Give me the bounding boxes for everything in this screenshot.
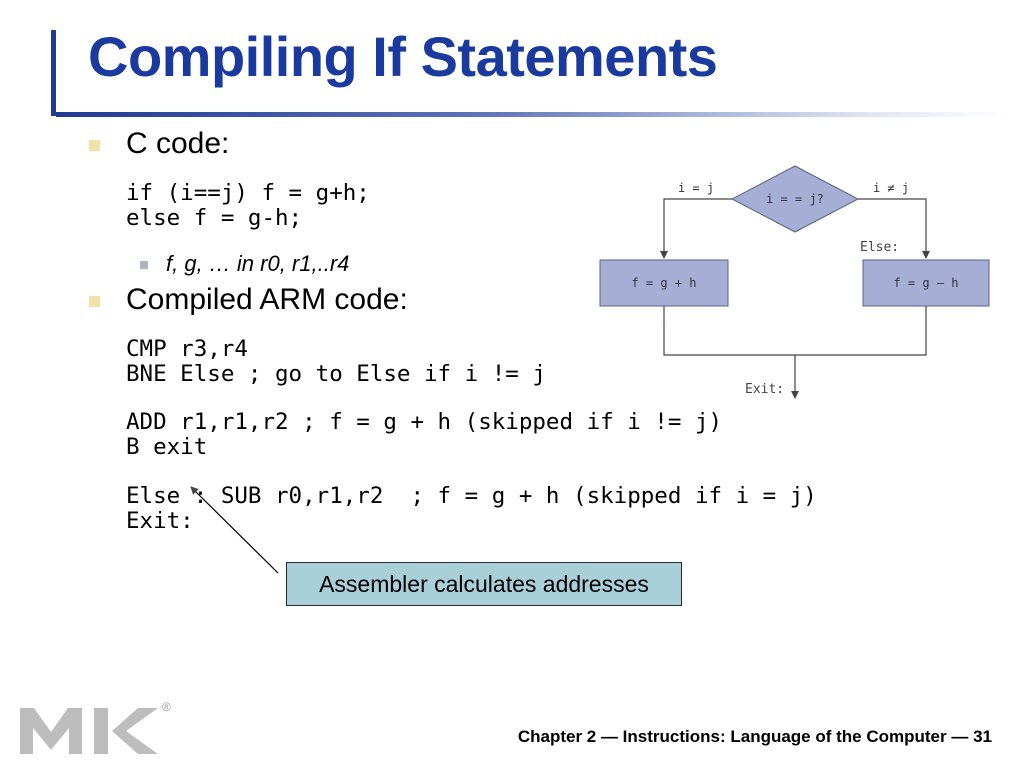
slide-footer: Chapter 2 — Instructions: Language of th… [517, 727, 992, 746]
title-underline-rule [56, 112, 1006, 117]
c-code-block: if (i==j) f = g+h;else f = g-h; [126, 181, 370, 231]
branch-not-equal-arrow [858, 198, 930, 259]
asm-code-line: Else : SUB r0,r1,r2 ; f = g + h (skipped… [126, 483, 817, 509]
then-block [599, 259, 729, 307]
sub-bullet-square-icon [140, 261, 148, 269]
else-label: Else: [860, 240, 899, 255]
branch-equal-label: i = j [678, 181, 714, 195]
bullet-arm-code-label: Compiled ARM code: [126, 283, 408, 316]
c-code-line: else f = g-h; [126, 205, 303, 231]
sub-bullet-vars: f, g, … in r0, r1,..r4 [140, 251, 350, 277]
bullet-arm-code: Compiled ARM code: [89, 283, 408, 317]
decision-label: i = = j? [766, 192, 824, 206]
else-block-label: f = g – h [893, 276, 958, 290]
else-block [862, 259, 990, 307]
asm-code-line: ADD r1,r1,r2 ; f = g + h (skipped if i !… [126, 409, 723, 435]
bullet-c-code: C code: [89, 127, 230, 161]
registered-mark: ® [162, 700, 171, 714]
assembler-callout: Assembler calculates addresses [286, 562, 682, 606]
bullet-square-icon [89, 140, 100, 151]
publisher-logo [20, 708, 158, 754]
c-code-line: if (i==j) f = g+h; [126, 180, 370, 206]
branch-equal-arrow [660, 198, 732, 259]
callout-pointer-arrow [190, 486, 279, 574]
asm-code-line: B exit [126, 434, 208, 460]
merge-connector [663, 306, 927, 356]
slide-title: Compiling If Statements [88, 25, 718, 88]
exit-label: Exit: [745, 382, 784, 397]
then-block-label: f = g + h [631, 276, 696, 290]
bullet-c-code-label: C code: [126, 127, 230, 160]
bullet-square-icon [89, 296, 100, 307]
asm-code-line: CMP r3,r4 [126, 336, 248, 362]
branch-not-equal-label: i ≠ j [873, 181, 909, 195]
title-accent-bar [51, 30, 56, 116]
asm-code-line: BNE Else ; go to Else if i != j [126, 361, 546, 387]
decision-diamond [730, 165, 860, 233]
asm-code-line: Exit: [126, 508, 194, 534]
sub-bullet-vars-label: f, g, … in r0, r1,..r4 [166, 251, 350, 276]
